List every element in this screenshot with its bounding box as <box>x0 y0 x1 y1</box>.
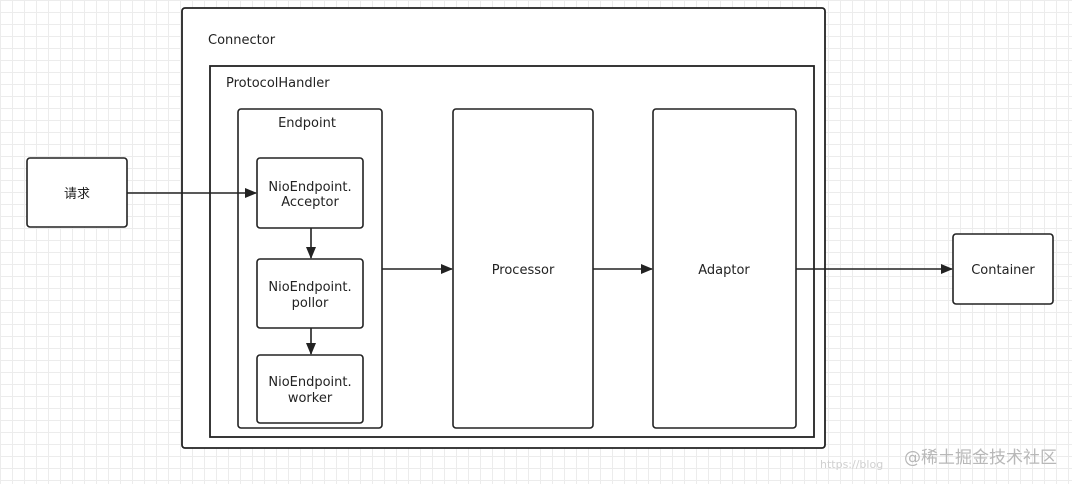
poller-label-line1: NioEndpoint. <box>268 280 351 295</box>
connector-label: Connector <box>208 33 276 48</box>
watermark-text: @稀土掘金技术社区 <box>904 448 1057 468</box>
request-node: 请求 <box>26 157 128 228</box>
poller-node: NioEndpoint. pollor <box>256 258 364 329</box>
worker-node: NioEndpoint. worker <box>256 354 364 424</box>
processor-node: Processor <box>452 108 594 429</box>
acceptor-label-line1: NioEndpoint. <box>268 180 351 195</box>
poller-label-line2: pollor <box>292 296 329 311</box>
worker-label-line1: NioEndpoint. <box>268 375 351 390</box>
endpoint-label: Endpoint <box>278 116 336 131</box>
watermark-url: https://blog <box>820 458 883 471</box>
adaptor-node: Adaptor <box>652 108 797 429</box>
container-node: Container <box>952 233 1054 305</box>
request-label: 请求 <box>64 187 90 202</box>
adaptor-label: Adaptor <box>698 263 750 278</box>
protocol-handler-label: ProtocolHandler <box>226 76 330 91</box>
acceptor-node: NioEndpoint. Acceptor <box>256 157 364 229</box>
container-label: Container <box>971 263 1035 278</box>
acceptor-label-line2: Acceptor <box>281 195 339 210</box>
worker-label-line2: worker <box>288 391 333 406</box>
processor-label: Processor <box>492 263 555 278</box>
